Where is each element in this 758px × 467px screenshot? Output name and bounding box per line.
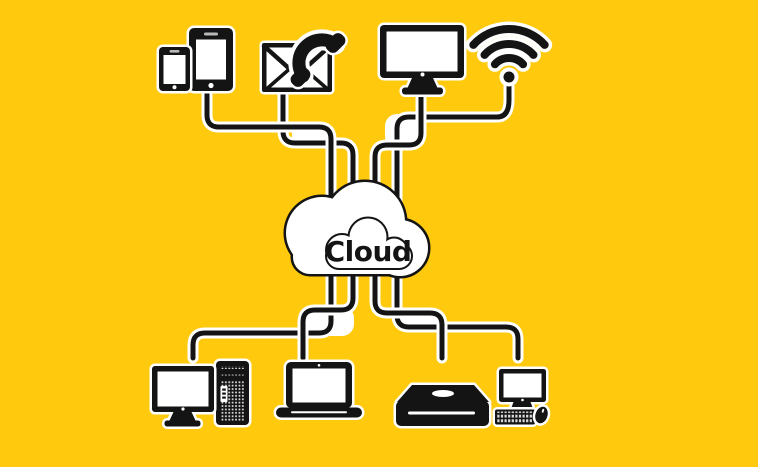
wire-wifi-to-cloud xyxy=(391,80,515,221)
cloud-shape: Cloud xyxy=(283,179,431,279)
wire-cloud-to-workstation xyxy=(187,249,337,364)
communications-icon xyxy=(259,29,348,95)
keyboard-icon xyxy=(492,407,538,427)
wire-cloud-to-router xyxy=(369,249,448,364)
cloud-inner-outline xyxy=(325,216,413,270)
mobile-devices-icon xyxy=(156,25,236,94)
tablet-icon xyxy=(186,25,236,94)
bottom-connections xyxy=(187,249,524,364)
top-connections xyxy=(201,80,515,221)
mouse-icon xyxy=(532,404,551,426)
cloud-label: Cloud xyxy=(325,235,412,268)
router-box-icon xyxy=(393,382,492,429)
wire-mobile-to-cloud xyxy=(201,86,337,221)
monitor-icon-bottom-right xyxy=(496,366,549,413)
desktop-set-icon xyxy=(492,366,551,427)
workstation-icon xyxy=(149,358,252,429)
laptop-icon xyxy=(273,359,365,420)
phone-handset-icon xyxy=(288,29,348,90)
monitor-icon-top xyxy=(377,22,467,97)
monitor-icon-bottom-left xyxy=(149,363,217,429)
wire-cloud-to-laptop xyxy=(297,249,359,364)
smartphone-icon xyxy=(156,44,193,94)
wire-monitor-to-cloud xyxy=(369,90,427,221)
wire-mail-to-cloud xyxy=(277,86,359,221)
wire-cloud-to-desktop xyxy=(391,249,524,364)
wifi-icon xyxy=(465,21,553,87)
tower-pc-icon xyxy=(213,358,252,428)
